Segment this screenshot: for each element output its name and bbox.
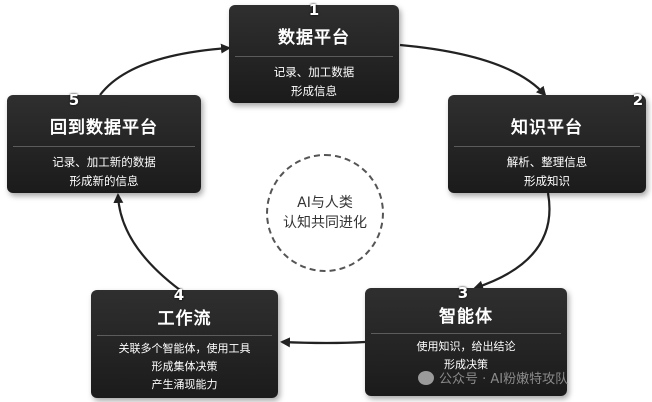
divider: [97, 335, 272, 336]
node-desc-line: 产生涌现能力: [151, 378, 218, 391]
watermark: 公众号 · AI粉嫩特攻队: [418, 368, 568, 387]
divider: [371, 333, 561, 334]
divider: [454, 146, 640, 147]
center-circle: AI与人类 认知共同进化: [266, 154, 384, 272]
step-number: 5: [68, 91, 80, 109]
arrow-2-to-3: [473, 192, 551, 291]
arrow-4-to-5: [113, 193, 181, 291]
center-text-line: 认知共同进化: [283, 215, 367, 231]
node-agent: 3 智能体 使用知识，给出结论 形成决策: [365, 284, 567, 396]
wechat-icon: [418, 370, 434, 385]
node-desc-line: 形成决策: [444, 358, 488, 371]
node-desc-line: 关联多个智能体，使用工具: [118, 342, 251, 355]
arrow-1-to-2: [399, 43, 547, 97]
node-desc-line: 记录、加工新的数据: [52, 155, 156, 169]
watermark-text: 公众号 · AI粉嫩特攻队: [439, 372, 569, 387]
node-title: 知识平台: [511, 118, 583, 138]
step-number: 2: [632, 91, 644, 109]
node-back-to-data-platform: 5 回到数据平台 记录、加工新的数据 形成新的信息: [7, 91, 201, 193]
node-desc-line: 解析、整理信息: [506, 155, 588, 169]
step-number: 1: [308, 1, 320, 19]
node-data-platform: 1 数据平台 记录、加工数据 形成信息: [229, 1, 399, 103]
arrow-3-to-4: [280, 337, 366, 348]
node-desc-line: 形成集体决策: [151, 360, 218, 373]
node-workflow: 4 工作流 关联多个智能体，使用工具 形成集体决策 产生涌现能力: [91, 286, 278, 398]
step-number: 4: [173, 286, 185, 304]
node-title: 智能体: [439, 307, 493, 327]
center-text-line: AI与人类: [297, 195, 353, 211]
node-desc-line: 形成新的信息: [69, 174, 139, 188]
node-desc-line: 使用知识，给出结论: [416, 340, 516, 353]
step-number: 3: [457, 284, 469, 302]
node-desc-line: 记录、加工数据: [273, 65, 355, 79]
divider: [13, 146, 195, 147]
node-title: 回到数据平台: [50, 118, 158, 138]
node-desc-line: 形成知识: [524, 174, 570, 188]
node-knowledge-platform: 2 知识平台 解析、整理信息 形成知识: [448, 91, 646, 193]
arrow-5-to-1: [99, 43, 231, 96]
node-title: 工作流: [157, 309, 212, 329]
node-title: 数据平台: [278, 28, 350, 48]
node-desc-line: 形成信息: [291, 84, 337, 98]
divider: [235, 56, 393, 57]
